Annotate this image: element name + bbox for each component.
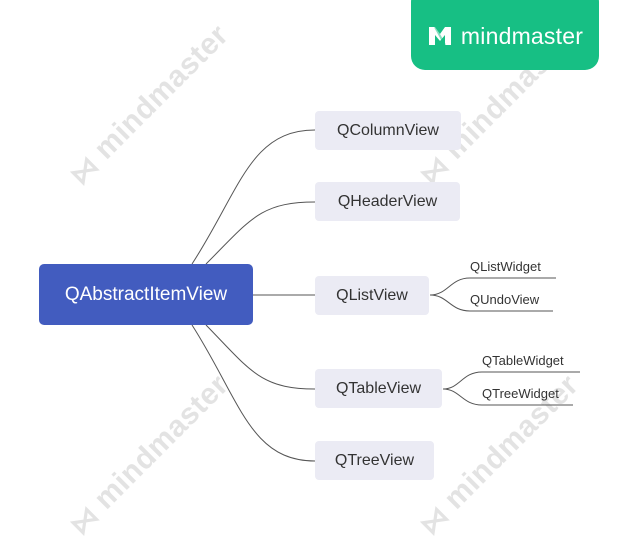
mindmaster-logo-icon [428,26,451,46]
topic-qheaderview[interactable]: QHeaderView [315,182,460,221]
subtopic-qtreewidget[interactable]: QTreeWidget [482,386,559,401]
subtopic-qtablewidget[interactable]: QTableWidget [482,353,564,368]
brand-name: mindmaster [460,22,584,49]
connector-lines [191,129,580,462]
link-qtablewidget [442,371,580,390]
link-qtreewidget [442,388,573,406]
link-qtableview [205,324,316,390]
link-qtreeview [191,324,316,462]
mindmap-canvas: ⋈mindmaster ⋈mindmaster ⋈mindmaster ⋈min… [39,0,599,541]
topic-qcolumnview[interactable]: QColumnView [315,111,461,150]
link-qheaderview [205,201,316,265]
root-topic-label: QAbstractItemView [64,283,228,305]
brand-badge: mindmaster [411,0,599,70]
topic-qtableview[interactable]: QTableView [315,369,442,408]
link-qcolumnview [191,129,316,265]
topic-qlistview[interactable]: QListView [315,276,429,315]
topic-qtreeview[interactable]: QTreeView [315,441,434,480]
root-topic[interactable]: QAbstractItemView [39,264,253,325]
subtopic-qundoview[interactable]: QUndoView [470,292,540,307]
subtopic-qlistwidget[interactable]: QListWidget [470,259,541,274]
link-qlistwidget [429,277,556,296]
link-qundoview [429,294,553,312]
